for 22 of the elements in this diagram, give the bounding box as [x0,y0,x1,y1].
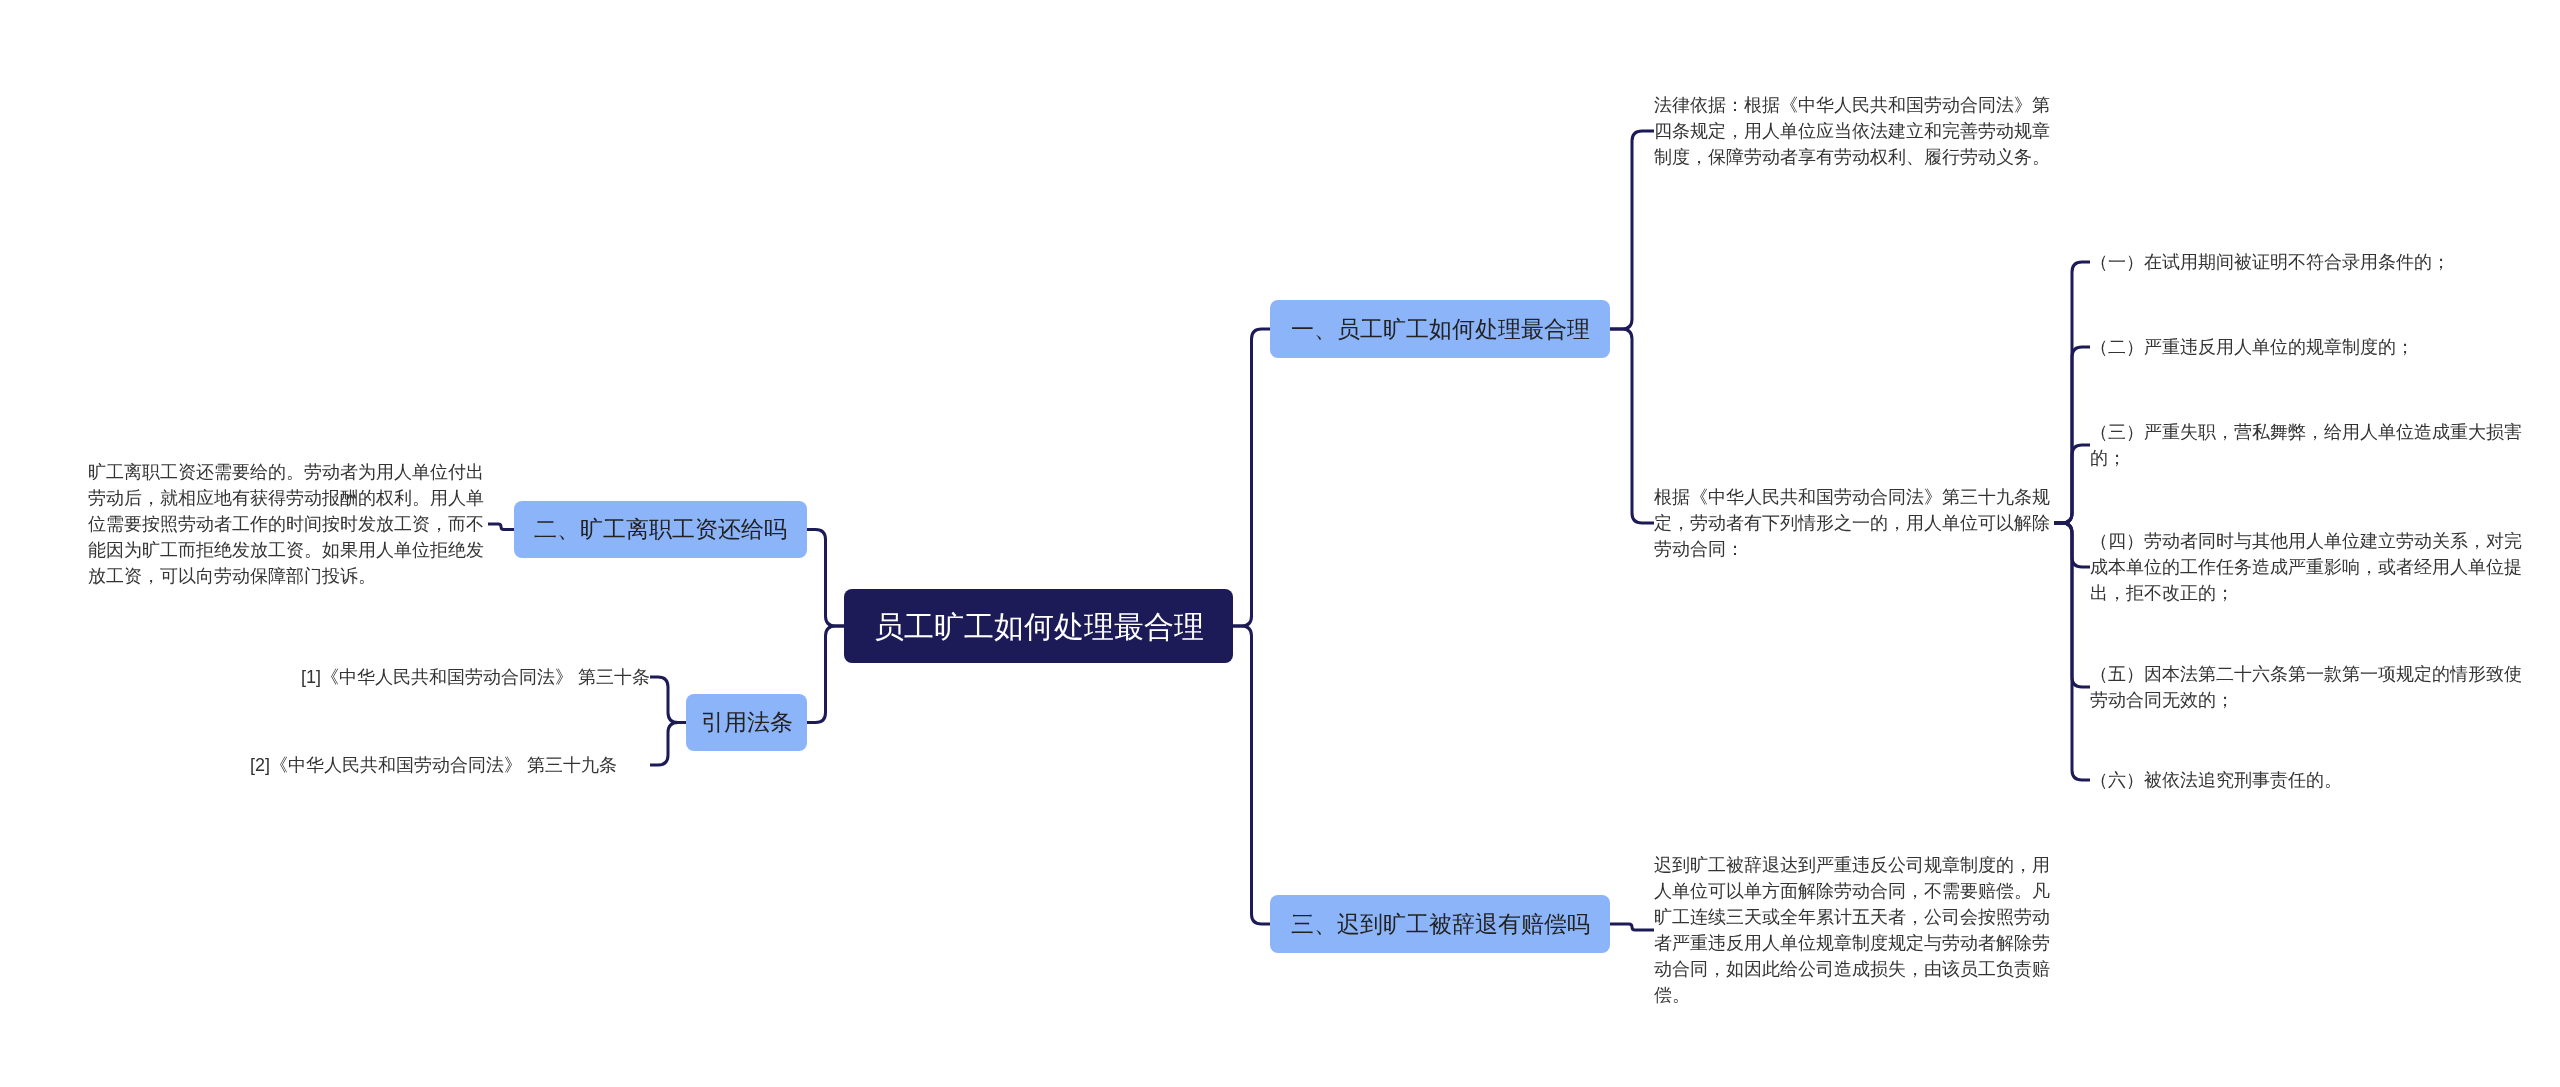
text-note: 迟到旷工被辞退达到严重违反公司规章制度的，用人单位可以单方面解除劳动合同，不需要赔偿。凡旷工连续三天或全年累计五天者，公司会按照劳动者严重违反用人单位规章制度规定与劳动者解除劳动合同，如因此给公司造成损失，由该员工负责赔偿。 [1654,848,2054,1012]
text-note: （六）被依法追究刑事责任的。 [2090,763,2530,797]
topic-box: 三、迟到旷工被辞退有赔偿吗 [1270,895,1610,953]
topic-box: 引用法条 [686,694,807,751]
text-note: （一）在试用期间被证明不符合录用条件的； [2090,245,2530,279]
topic-box: 一、员工旷工如何处理最合理 [1270,300,1610,358]
text-note: 旷工离职工资还需要给的。劳动者为用人单位付出劳动后，就相应地有获得劳动报酬的权利。用人单位需要按照劳动者工作的时间按时发放工资，而不能因为旷工而拒绝发放工资。如果用人单位拒绝发放工资，可以向劳动保障部门投诉。 [88,455,488,593]
connector-line [1610,922,1654,932]
connector-line [807,624,844,724]
root-topic-box: 员工旷工如何处理最合理 [844,589,1233,663]
text-note: （五）因本法第二十六条第一款第一项规定的情形致使劳动合同无效的； [2090,657,2530,717]
text-note: 法律依据：根据《中华人民共和国劳动合同法》第四条规定，用人单位应当依法建立和完善劳动规章制度，保障劳动者享有劳动权利、履行劳动义务。 [1654,88,2054,174]
topic-box: 二、旷工离职工资还给吗 [514,501,807,558]
text-note: [1]《中华人民共和国劳动合同法》 第三十条 [230,660,650,694]
connector-line [1233,624,1270,926]
text-note: 根据《中华人民共和国劳动合同法》第三十九条规定，劳动者有下列情形之一的，用人单位可以解除劳动合同： [1654,480,2054,566]
text-note: （三）严重失职，营私舞弊，给用人单位造成重大损害的； [2090,415,2530,475]
text-note: [2]《中华人民共和国劳动合同法》 第三十九条 [250,748,650,782]
text-note: （四）劳动者同时与其他用人单位建立劳动关系，对完成本单位的工作任务造成严重影响，或者经用人单位提出，拒不改正的； [2090,524,2530,610]
connector-line [488,522,514,531]
text-note: （二）严重违反用人单位的规章制度的； [2090,330,2530,364]
connector-line [650,721,686,767]
